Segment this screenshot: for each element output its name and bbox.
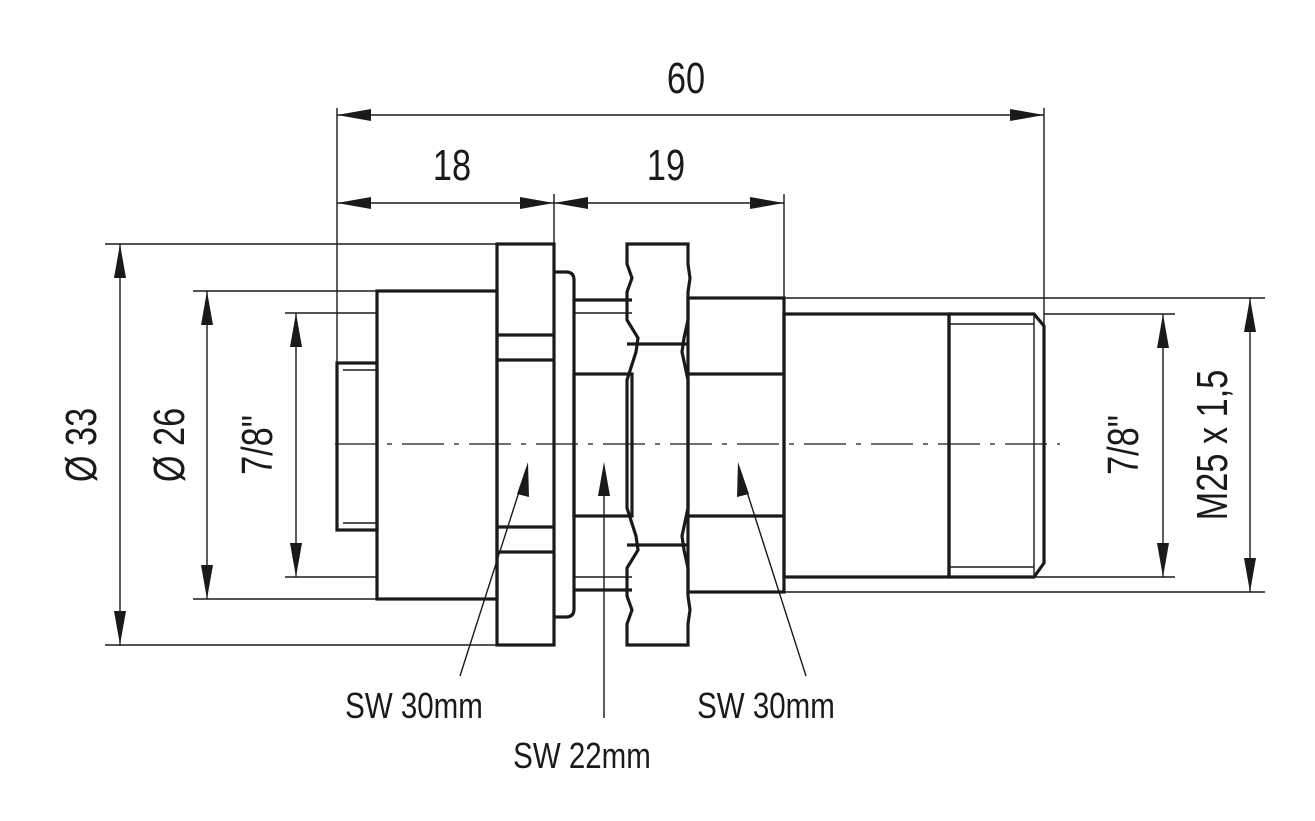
dim-thread-metric: M25 x 1,5: [1188, 370, 1237, 521]
dim-overall-length: 60: [667, 54, 705, 103]
label-wrench-right: SW 30mm: [697, 685, 835, 725]
label-wrench-mid: SW 22mm: [513, 735, 651, 775]
label-wrench-left: SW 30mm: [345, 685, 483, 725]
hex-body-right: [686, 296, 786, 594]
dim-diameter-flange: Ø 26: [145, 408, 194, 482]
right-sleeve: [782, 312, 951, 579]
dim-length-left: 18: [433, 141, 471, 190]
dim-diameter-outer: Ø 33: [57, 408, 106, 482]
left-flange: [375, 289, 499, 601]
dim-thread-left: 7/8": [233, 415, 282, 475]
dim-length-mid: 19: [647, 141, 685, 190]
wrench-size-leaders: SW 30mm SW 22mm SW 30mm: [345, 462, 835, 776]
shaft-hex: [572, 372, 634, 518]
dimension-lines: 60 18 19 Ø 33 Ø 26 7/8": [57, 54, 1265, 646]
left-thread-stub: [335, 361, 379, 532]
m25-thread: [947, 312, 1046, 579]
dim-thread-right: 7/8": [1099, 415, 1148, 475]
